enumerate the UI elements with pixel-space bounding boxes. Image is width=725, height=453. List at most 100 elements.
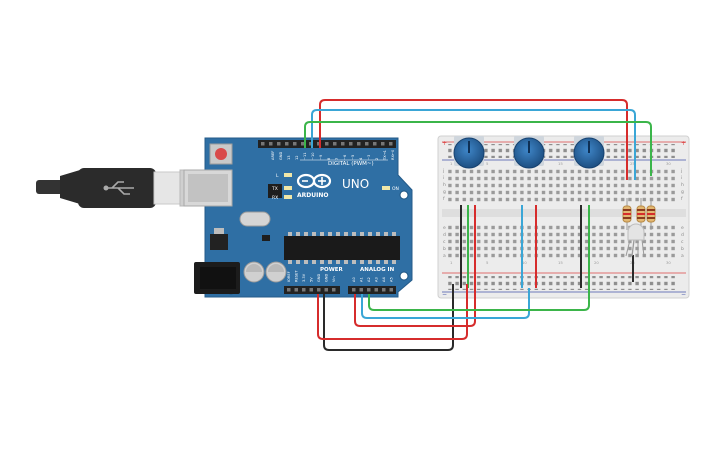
- header-hole[interactable]: [317, 142, 321, 146]
- column-number: 10: [522, 260, 527, 265]
- header-hole[interactable]: [357, 142, 361, 146]
- header-hole[interactable]: [333, 142, 337, 146]
- chip-pin: [328, 232, 332, 236]
- led-label-rx: RX: [272, 195, 278, 201]
- wire-black-gnd[interactable]: [323, 284, 454, 351]
- potentiometer-1[interactable]: [453, 136, 485, 169]
- wire-blue-d9[interactable]: [311, 109, 636, 180]
- header-hole[interactable]: [389, 288, 394, 292]
- header-hole[interactable]: [277, 142, 281, 146]
- jumper-wires: [304, 99, 652, 351]
- chip-pin: [392, 260, 396, 264]
- pin-label: A1: [360, 277, 364, 282]
- reset-button[interactable]: [209, 143, 233, 165]
- header-hole[interactable]: [302, 288, 306, 292]
- column-number: 5: [486, 161, 489, 166]
- header-hole[interactable]: [301, 142, 305, 146]
- header-hole[interactable]: [332, 288, 336, 292]
- svg-text:+: +: [681, 140, 686, 147]
- resistor-1[interactable]: [622, 198, 632, 230]
- pin-label: 3.3V: [302, 273, 306, 282]
- column-number: 15: [558, 260, 563, 265]
- analog-header[interactable]: [348, 286, 396, 294]
- row-letter: c: [443, 240, 446, 245]
- led-label-tx: TX: [271, 186, 278, 192]
- header-hole[interactable]: [269, 142, 273, 146]
- header-hole[interactable]: [294, 288, 299, 292]
- wire-blue-a1[interactable]: [361, 288, 530, 319]
- arduino-logo-icon: [296, 173, 332, 189]
- header-hole[interactable]: [325, 142, 329, 146]
- header-hole[interactable]: [317, 288, 321, 292]
- row-letter: f: [443, 196, 445, 202]
- header-hole[interactable]: [324, 288, 329, 292]
- header-hole[interactable]: [382, 288, 386, 292]
- chip-pin: [376, 260, 380, 264]
- pin-label: ~3: [367, 155, 371, 160]
- chip-pin: [336, 232, 340, 236]
- potentiometer-2[interactable]: [513, 136, 545, 169]
- row-letter: h: [443, 182, 446, 188]
- wire-green-d11[interactable]: [304, 121, 652, 176]
- header-hole[interactable]: [287, 288, 291, 292]
- chip-pin: [344, 232, 348, 236]
- pin-label: IOREF: [287, 271, 291, 282]
- pin-label: 4: [359, 157, 363, 160]
- row-letter: a: [443, 254, 446, 259]
- status-leds: L TX RX ON: [271, 173, 399, 201]
- header-hole[interactable]: [381, 142, 385, 146]
- header-hole[interactable]: [309, 288, 314, 292]
- header-hole[interactable]: [365, 142, 369, 146]
- pin-label: ~9: [319, 154, 323, 160]
- header-hole[interactable]: [374, 288, 379, 292]
- usb-icon: [103, 181, 134, 195]
- power-header-label: POWER: [320, 267, 344, 273]
- header-hole[interactable]: [309, 142, 313, 146]
- header-hole[interactable]: [359, 288, 364, 292]
- led-label-on: ON: [392, 186, 399, 192]
- pin-label: GND: [325, 274, 329, 282]
- header-hole[interactable]: [373, 142, 377, 146]
- potentiometer-3[interactable]: [573, 136, 605, 169]
- header-hole[interactable]: [341, 142, 345, 146]
- chip-pin: [352, 260, 356, 264]
- header-hole[interactable]: [349, 142, 353, 146]
- resistor-3[interactable]: [646, 198, 656, 230]
- row-letter: a: [681, 254, 684, 259]
- arduino-uno-board[interactable]: L TX RX ON ARDUINO UNO DIGITAL (PWM~) PO…: [183, 137, 413, 298]
- pin-label: TX→1: [383, 150, 387, 161]
- pin-label: ~10: [311, 152, 315, 160]
- chip-pin: [368, 260, 372, 264]
- header-hole[interactable]: [261, 142, 265, 146]
- resistor-2[interactable]: [636, 198, 646, 230]
- wire-red-a0[interactable]: [354, 288, 476, 327]
- led-label-l: L: [276, 173, 279, 179]
- rgb-led[interactable]: [625, 223, 645, 257]
- pin-label: ~11: [303, 152, 307, 160]
- row-letter: h: [681, 182, 684, 188]
- chip-pin: [336, 260, 340, 264]
- chip-pin: [320, 260, 324, 264]
- pin-label: A3: [375, 277, 379, 282]
- pin-label: A0: [352, 277, 356, 282]
- header-hole[interactable]: [293, 142, 297, 146]
- wire-red-5v[interactable]: [317, 284, 468, 340]
- chip-pin: [320, 232, 324, 236]
- chip-pin: [304, 232, 308, 236]
- row-letter: i: [681, 175, 682, 181]
- wire-green-a2[interactable]: [368, 288, 590, 311]
- capacitor: [243, 261, 265, 283]
- chip-pin: [384, 260, 388, 264]
- row-letter: b: [681, 246, 684, 252]
- header-hole[interactable]: [352, 288, 356, 292]
- model-label: UNO: [342, 177, 369, 191]
- header-hole[interactable]: [389, 142, 393, 146]
- column-number: 20: [594, 260, 599, 265]
- header-hole[interactable]: [285, 142, 289, 146]
- wire-red-d10[interactable]: [319, 99, 628, 180]
- header-hole[interactable]: [367, 288, 371, 292]
- chip-pin: [392, 232, 396, 236]
- chip-pin: [288, 260, 292, 264]
- chip-pin: [360, 260, 364, 264]
